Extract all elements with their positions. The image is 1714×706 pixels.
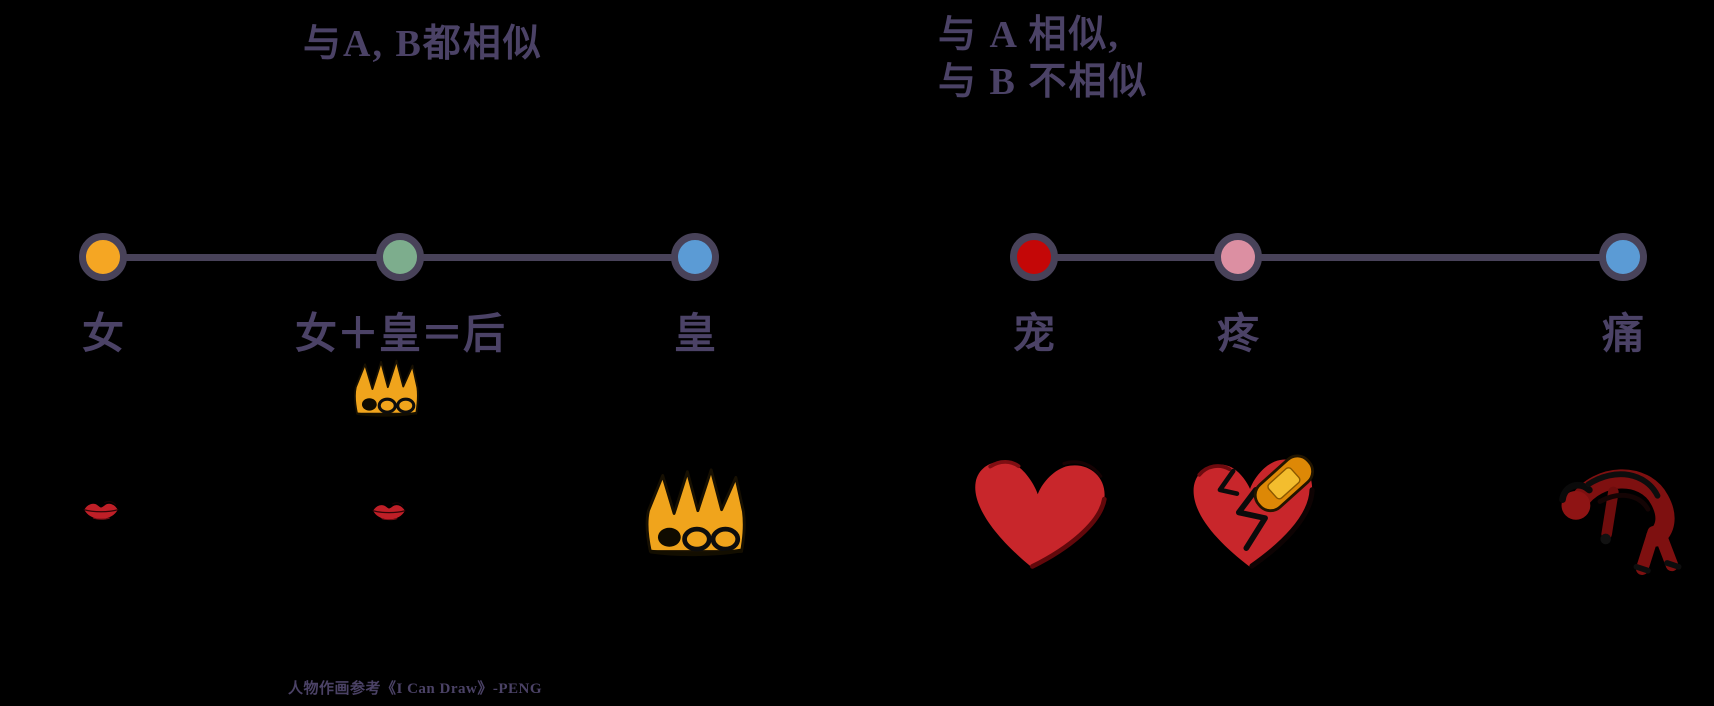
credit-text: 人物作画参考《I Can Draw》-PENG (288, 681, 542, 697)
right-section-title: 与 A 相似, 与 B 不相似 (938, 12, 1148, 106)
broken-heart-bandage-illustration (1180, 441, 1322, 582)
node-dot-tong (1599, 233, 1647, 281)
small-crown-illustration (349, 358, 423, 420)
person-in-pain-illustration (1550, 442, 1694, 586)
node-dot-teng (1214, 233, 1262, 281)
node-label-chong: 宠 (1012, 312, 1056, 358)
node-label-hou: 女＋皇＝后 (294, 312, 506, 358)
node-dot-nu (79, 233, 127, 281)
right-timeline-line (1034, 254, 1623, 261)
node-dot-huang (671, 233, 719, 281)
node-label-nu: 女 (81, 312, 125, 358)
right-title-line1: 与 A 相似, (938, 14, 1120, 56)
node-label-huang: 皇 (673, 312, 717, 358)
node-dot-chong (1010, 233, 1058, 281)
left-section-title: 与A, B都相似 (303, 23, 543, 65)
large-crown-illustration (636, 466, 754, 561)
lips-illustration (371, 497, 407, 523)
heart-illustration (958, 452, 1116, 576)
node-label-tong: 痛 (1601, 312, 1645, 358)
right-title-line2: 与 B 不相似 (938, 61, 1149, 103)
lips-illustration (82, 495, 120, 523)
node-label-teng: 疼 (1216, 312, 1260, 358)
node-dot-hou (376, 233, 424, 281)
bandage-icon (1253, 454, 1315, 513)
